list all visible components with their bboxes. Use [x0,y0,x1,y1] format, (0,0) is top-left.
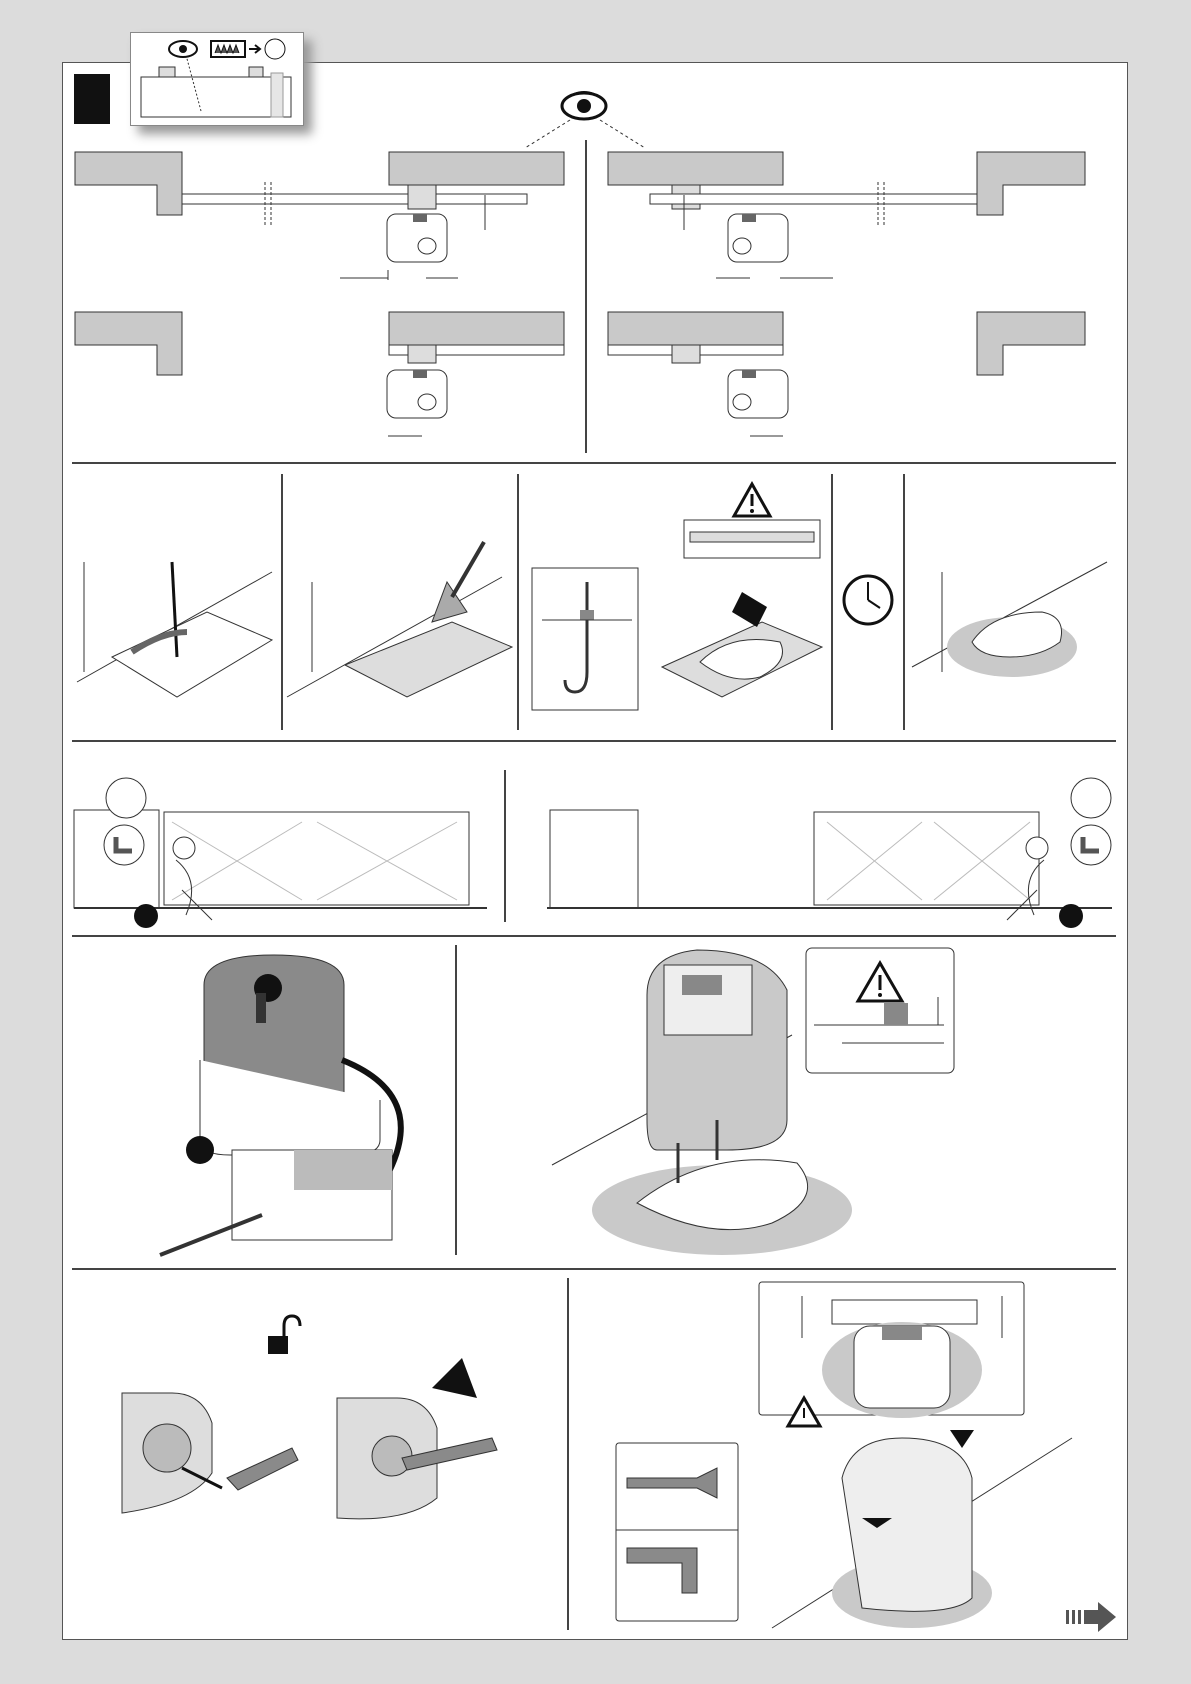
drill-icon [1071,778,1111,818]
drill-icon [106,778,146,818]
next-page-arrow-icon[interactable] [1064,1600,1120,1634]
warning-icon [734,484,770,516]
gate-movement-diagram [72,760,1116,930]
clock-icon [844,576,892,624]
foundation-steps-diagram [72,472,1116,732]
section-divider [72,740,1116,742]
section-divider [72,935,1116,937]
section-divider [72,1268,1116,1270]
release-and-fixing-diagram [72,1278,1116,1633]
padlock-open-icon [268,1316,300,1354]
section-divider [72,462,1116,464]
gearmotor-position-diagram [70,90,1120,460]
cover-and-anchor-diagram [72,945,1116,1265]
eye-icon [562,92,606,119]
